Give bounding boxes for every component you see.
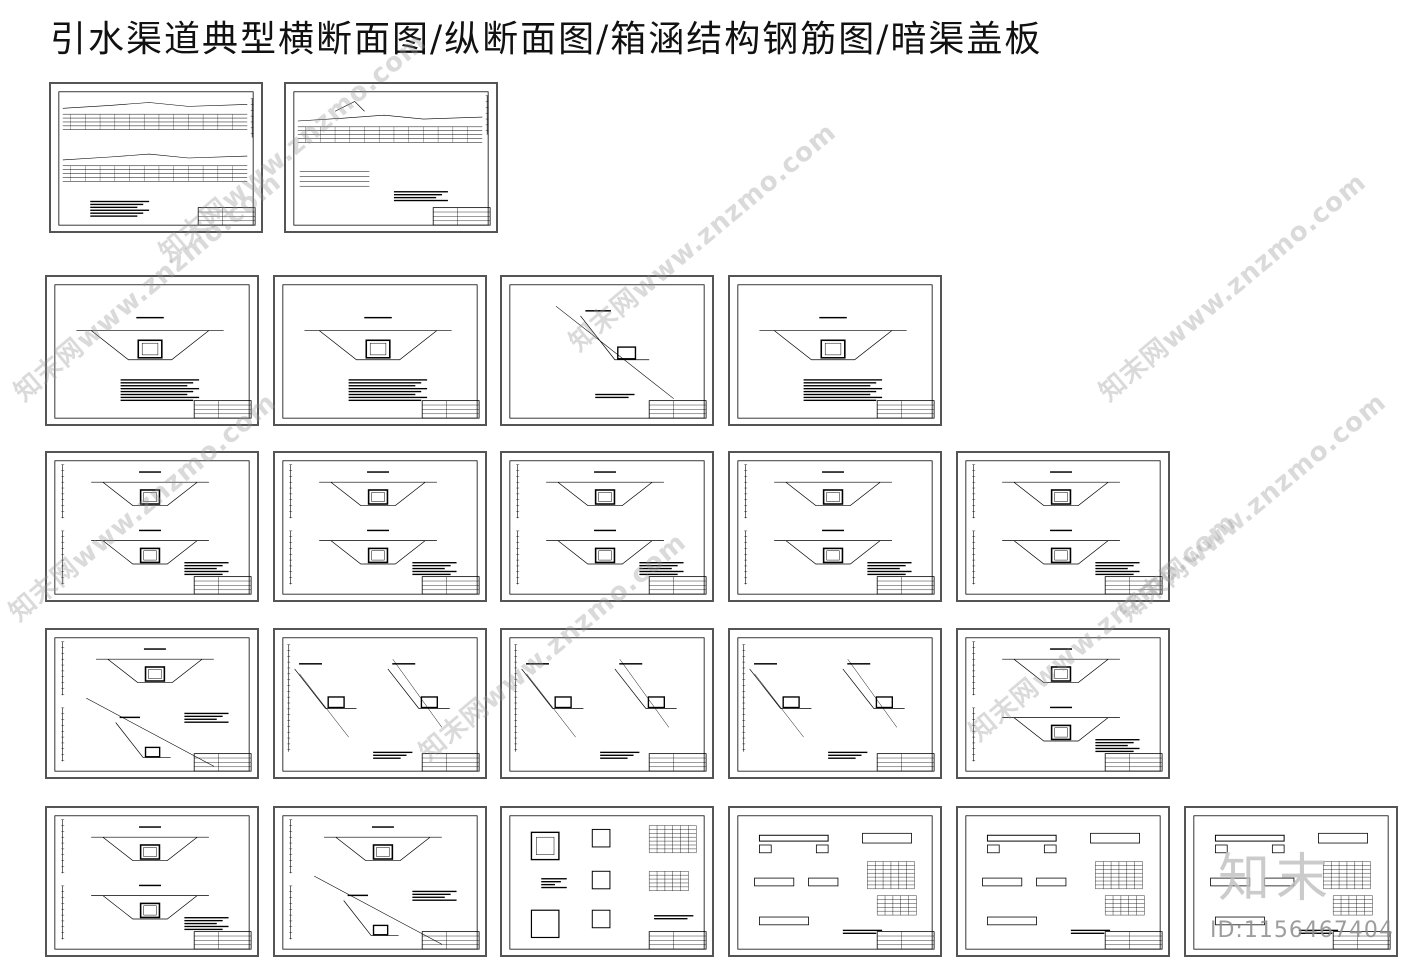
sheet-drawing	[54, 815, 252, 950]
drawing-sheet-cross-section[interactable]	[728, 628, 942, 779]
drawing-sheet-cross-section[interactable]	[500, 451, 714, 602]
drawing-sheet-cross-section[interactable]	[45, 628, 259, 779]
brand-logo: 知末	[1218, 849, 1335, 909]
sheet-drawing	[282, 460, 480, 595]
sheet-drawing	[737, 637, 935, 772]
drawing-sheet-cross-section[interactable]	[45, 806, 259, 957]
sheet-drawing	[509, 284, 707, 419]
drawing-sheet-cross-section[interactable]	[500, 275, 714, 426]
sheet-drawing	[58, 91, 256, 226]
sheet-drawing	[737, 284, 935, 419]
drawing-sheet-cross-section[interactable]	[500, 628, 714, 779]
sheet-drawing	[509, 460, 707, 595]
watermark-text: 知末网www.znzmo.com	[1093, 167, 1373, 408]
drawing-sheet-cross-section[interactable]	[956, 628, 1170, 779]
sheet-drawing	[1193, 815, 1391, 950]
sheet-drawing	[965, 460, 1163, 595]
drawing-sheet-cross-section[interactable]	[728, 275, 942, 426]
page-title: 引水渠道典型横断面图/纵断面图/箱涵结构钢筋图/暗渠盖板	[50, 19, 1043, 60]
sheet-drawing	[965, 815, 1163, 950]
sheet-drawing	[54, 460, 252, 595]
drawing-sheet-longitudinal-profile[interactable]	[284, 82, 498, 233]
drawing-sheet-cross-section[interactable]	[273, 806, 487, 957]
sheet-drawing	[282, 637, 480, 772]
image-id-label: ID:1156467404	[1210, 918, 1394, 943]
sheet-drawing	[293, 91, 491, 226]
drawing-sheet-cover-slab[interactable]	[956, 806, 1170, 957]
sheet-drawing	[509, 637, 707, 772]
drawing-sheet-cross-section[interactable]	[273, 275, 487, 426]
drawing-sheet-cross-section[interactable]	[45, 275, 259, 426]
sheet-drawing	[509, 815, 707, 950]
sheet-drawing	[965, 637, 1163, 772]
drawing-sheet-cross-section[interactable]	[273, 628, 487, 779]
sheet-drawing	[54, 637, 252, 772]
drawing-sheet-cover-slab[interactable]	[1184, 806, 1398, 957]
sheet-drawing	[282, 284, 480, 419]
drawing-sheet-longitudinal-profile[interactable]	[49, 82, 263, 233]
drawing-sheet-cross-section[interactable]	[728, 451, 942, 602]
sheet-drawing	[282, 815, 480, 950]
sheet-drawing	[54, 284, 252, 419]
sheet-drawing	[737, 815, 935, 950]
drawing-sheet-cross-section[interactable]	[956, 451, 1170, 602]
drawing-sheet-cross-section[interactable]	[45, 451, 259, 602]
drawing-sheet-cover-slab[interactable]	[728, 806, 942, 957]
drawing-sheet-cross-section[interactable]	[273, 451, 487, 602]
sheet-drawing	[737, 460, 935, 595]
drawing-sheet-box-culvert-rebar[interactable]	[500, 806, 714, 957]
